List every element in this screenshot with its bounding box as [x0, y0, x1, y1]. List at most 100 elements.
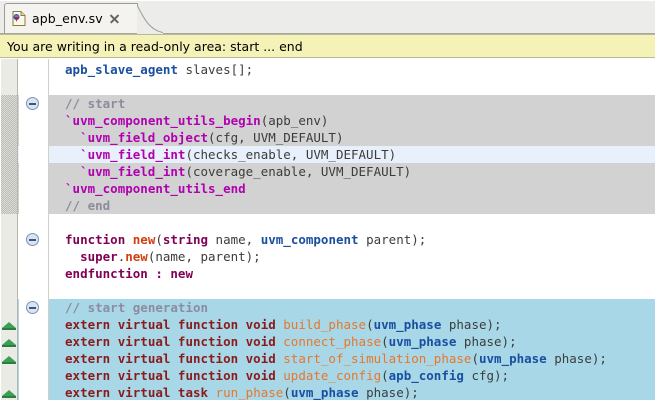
- fold-collapse-icon[interactable]: [26, 301, 39, 314]
- code-line[interactable]: // end: [65, 197, 110, 214]
- code-token-plain: [208, 385, 216, 400]
- line-highlight-curline: [0, 146, 655, 163]
- code-token-type: apb_config: [388, 368, 464, 383]
- code-token-fn: start_of_simulation_phase: [283, 351, 472, 366]
- code-token-kw: extern virtual function void: [65, 334, 276, 349]
- change-marker-base: [2, 345, 16, 347]
- code-token-kw2: string: [162, 232, 209, 247]
- close-icon[interactable]: [109, 13, 120, 24]
- fold-collapse-icon[interactable]: [26, 97, 39, 110]
- code-line[interactable]: function new(string name, uvm_component …: [65, 231, 426, 248]
- change-marker-icon[interactable]: [2, 356, 16, 364]
- code-line[interactable]: // start: [65, 95, 125, 112]
- code-token-kw2: function: [65, 232, 133, 247]
- code-token-plain: (cfg, UVM_DEFAULT): [208, 130, 344, 145]
- code-token-plain: .: [117, 249, 126, 264]
- code-token-cmt: // start generation: [65, 300, 209, 315]
- change-marker-base: [2, 396, 16, 398]
- code-line[interactable]: `uvm_field_object(cfg, UVM_DEFAULT): [80, 129, 343, 146]
- code-token-type: uvm_component: [260, 232, 359, 247]
- line-highlight-cyan: [0, 384, 655, 400]
- line-highlight-grey: [0, 112, 655, 129]
- code-token-macro: `uvm_component_utils_begin: [65, 113, 261, 128]
- code-token-plain: (checks_enable, UVM_DEFAULT): [185, 147, 397, 162]
- code-token-fn: run_phase: [215, 385, 284, 400]
- code-line[interactable]: apb_slave_agent slaves[];: [65, 61, 253, 78]
- banner-message: You are writing in a read-only area: sta…: [7, 38, 303, 54]
- code-token-kw: extern virtual function void: [65, 351, 276, 366]
- code-token-kw2: new: [170, 266, 193, 281]
- code-token-plain: (name, parent);: [147, 249, 261, 264]
- code-token-plain: (: [155, 232, 163, 247]
- change-marker-base: [2, 328, 16, 330]
- code-token-kw: extern virtual task: [65, 385, 209, 400]
- code-token-fn: connect_phase: [283, 334, 382, 349]
- fold-collapse-icon[interactable]: [26, 233, 39, 246]
- code-token-new: new: [125, 249, 148, 264]
- line-highlight-cyan: [0, 367, 655, 384]
- code-token-type: uvm_phase: [478, 351, 547, 366]
- code-token-plain: parent);: [358, 232, 427, 247]
- systemverilog-file-icon: [12, 11, 26, 26]
- line-highlight-cyan: [0, 316, 655, 333]
- code-line[interactable]: extern virtual task run_phase(uvm_phase …: [65, 384, 419, 400]
- line-highlight-grey: [0, 163, 655, 180]
- code-token-cmt: // start: [65, 96, 126, 111]
- code-token-macro: `uvm_field_object: [80, 130, 209, 145]
- code-token-plain: phase);: [456, 334, 517, 349]
- folding-gutter[interactable]: [19, 59, 49, 400]
- code-token-plain: (coverage_enable, UVM_DEFAULT): [185, 164, 412, 179]
- code-token-type: uvm_phase: [290, 385, 359, 400]
- code-editor[interactable]: apb_slave_agent slaves[];// start`uvm_co…: [0, 59, 655, 400]
- code-line[interactable]: // start generation: [65, 299, 208, 316]
- line-highlight-cyan: [0, 299, 655, 316]
- code-line[interactable]: extern virtual function void update_conf…: [65, 367, 509, 384]
- code-token-macro: `uvm_field_int: [80, 164, 186, 179]
- marker-gutter[interactable]: [0, 59, 18, 400]
- line-highlight-cyan: [0, 350, 655, 367]
- code-token-plain: phase);: [358, 385, 419, 400]
- code-token-fn: build_phase: [283, 317, 367, 332]
- code-line[interactable]: extern virtual function void start_of_si…: [65, 350, 607, 367]
- change-marker-base: [2, 362, 16, 364]
- editor-tab-bar: apb_env.sv: [0, 0, 655, 34]
- code-token-plain: name,: [208, 232, 261, 247]
- code-token-macro: `uvm_field_int: [80, 147, 186, 162]
- line-highlight-grey: [0, 95, 655, 112]
- code-token-cmt: // end: [65, 198, 111, 213]
- code-line[interactable]: `uvm_component_utils_begin(apb_env): [65, 112, 328, 129]
- code-text-area[interactable]: apb_slave_agent slaves[];// start`uvm_co…: [50, 59, 655, 400]
- line-highlight-grey: [0, 129, 655, 146]
- code-token-plain: cfg);: [463, 368, 510, 383]
- code-line[interactable]: extern virtual function void connect_pha…: [65, 333, 517, 350]
- code-line[interactable]: `uvm_component_utils_end: [65, 180, 246, 197]
- code-line[interactable]: endfunction : new: [65, 265, 193, 282]
- code-token-kw: extern virtual function void: [65, 368, 276, 383]
- tab-slant-edge: [137, 3, 163, 34]
- code-token-kw2: super: [80, 249, 118, 264]
- change-marker-icon[interactable]: [2, 339, 16, 347]
- code-line[interactable]: `uvm_field_int(checks_enable, UVM_DEFAUL…: [80, 146, 396, 163]
- code-token-kw: extern virtual function void: [65, 317, 276, 332]
- code-token-plain: (: [366, 317, 374, 332]
- code-line[interactable]: super.new(name, parent);: [80, 248, 261, 265]
- code-line[interactable]: extern virtual function void build_phase…: [65, 316, 502, 333]
- code-token-macro: `uvm_component_utils_end: [65, 181, 246, 196]
- code-token-new: new: [132, 232, 156, 247]
- tab-apb-env-sv[interactable]: apb_env.sv: [4, 3, 138, 33]
- code-line[interactable]: `uvm_field_int(coverage_enable, UVM_DEFA…: [80, 163, 411, 180]
- readonly-hatch-indicator: [1, 95, 17, 214]
- tab-label: apb_env.sv: [32, 11, 103, 26]
- code-token-plain: phase);: [546, 351, 607, 366]
- change-marker-icon[interactable]: [2, 322, 16, 330]
- code-token-plain: (: [381, 334, 389, 349]
- code-token-type: apb_slave_agent: [65, 62, 178, 77]
- code-token-plain: (apb_env): [260, 113, 329, 128]
- code-token-kw2: endfunction :: [65, 266, 171, 281]
- code-token-fn: update_config: [283, 368, 382, 383]
- line-highlight-grey: [0, 197, 655, 214]
- change-marker-icon[interactable]: [2, 390, 16, 398]
- code-token-plain: (: [471, 351, 479, 366]
- readonly-warning-banner: You are writing in a read-only area: sta…: [0, 34, 655, 58]
